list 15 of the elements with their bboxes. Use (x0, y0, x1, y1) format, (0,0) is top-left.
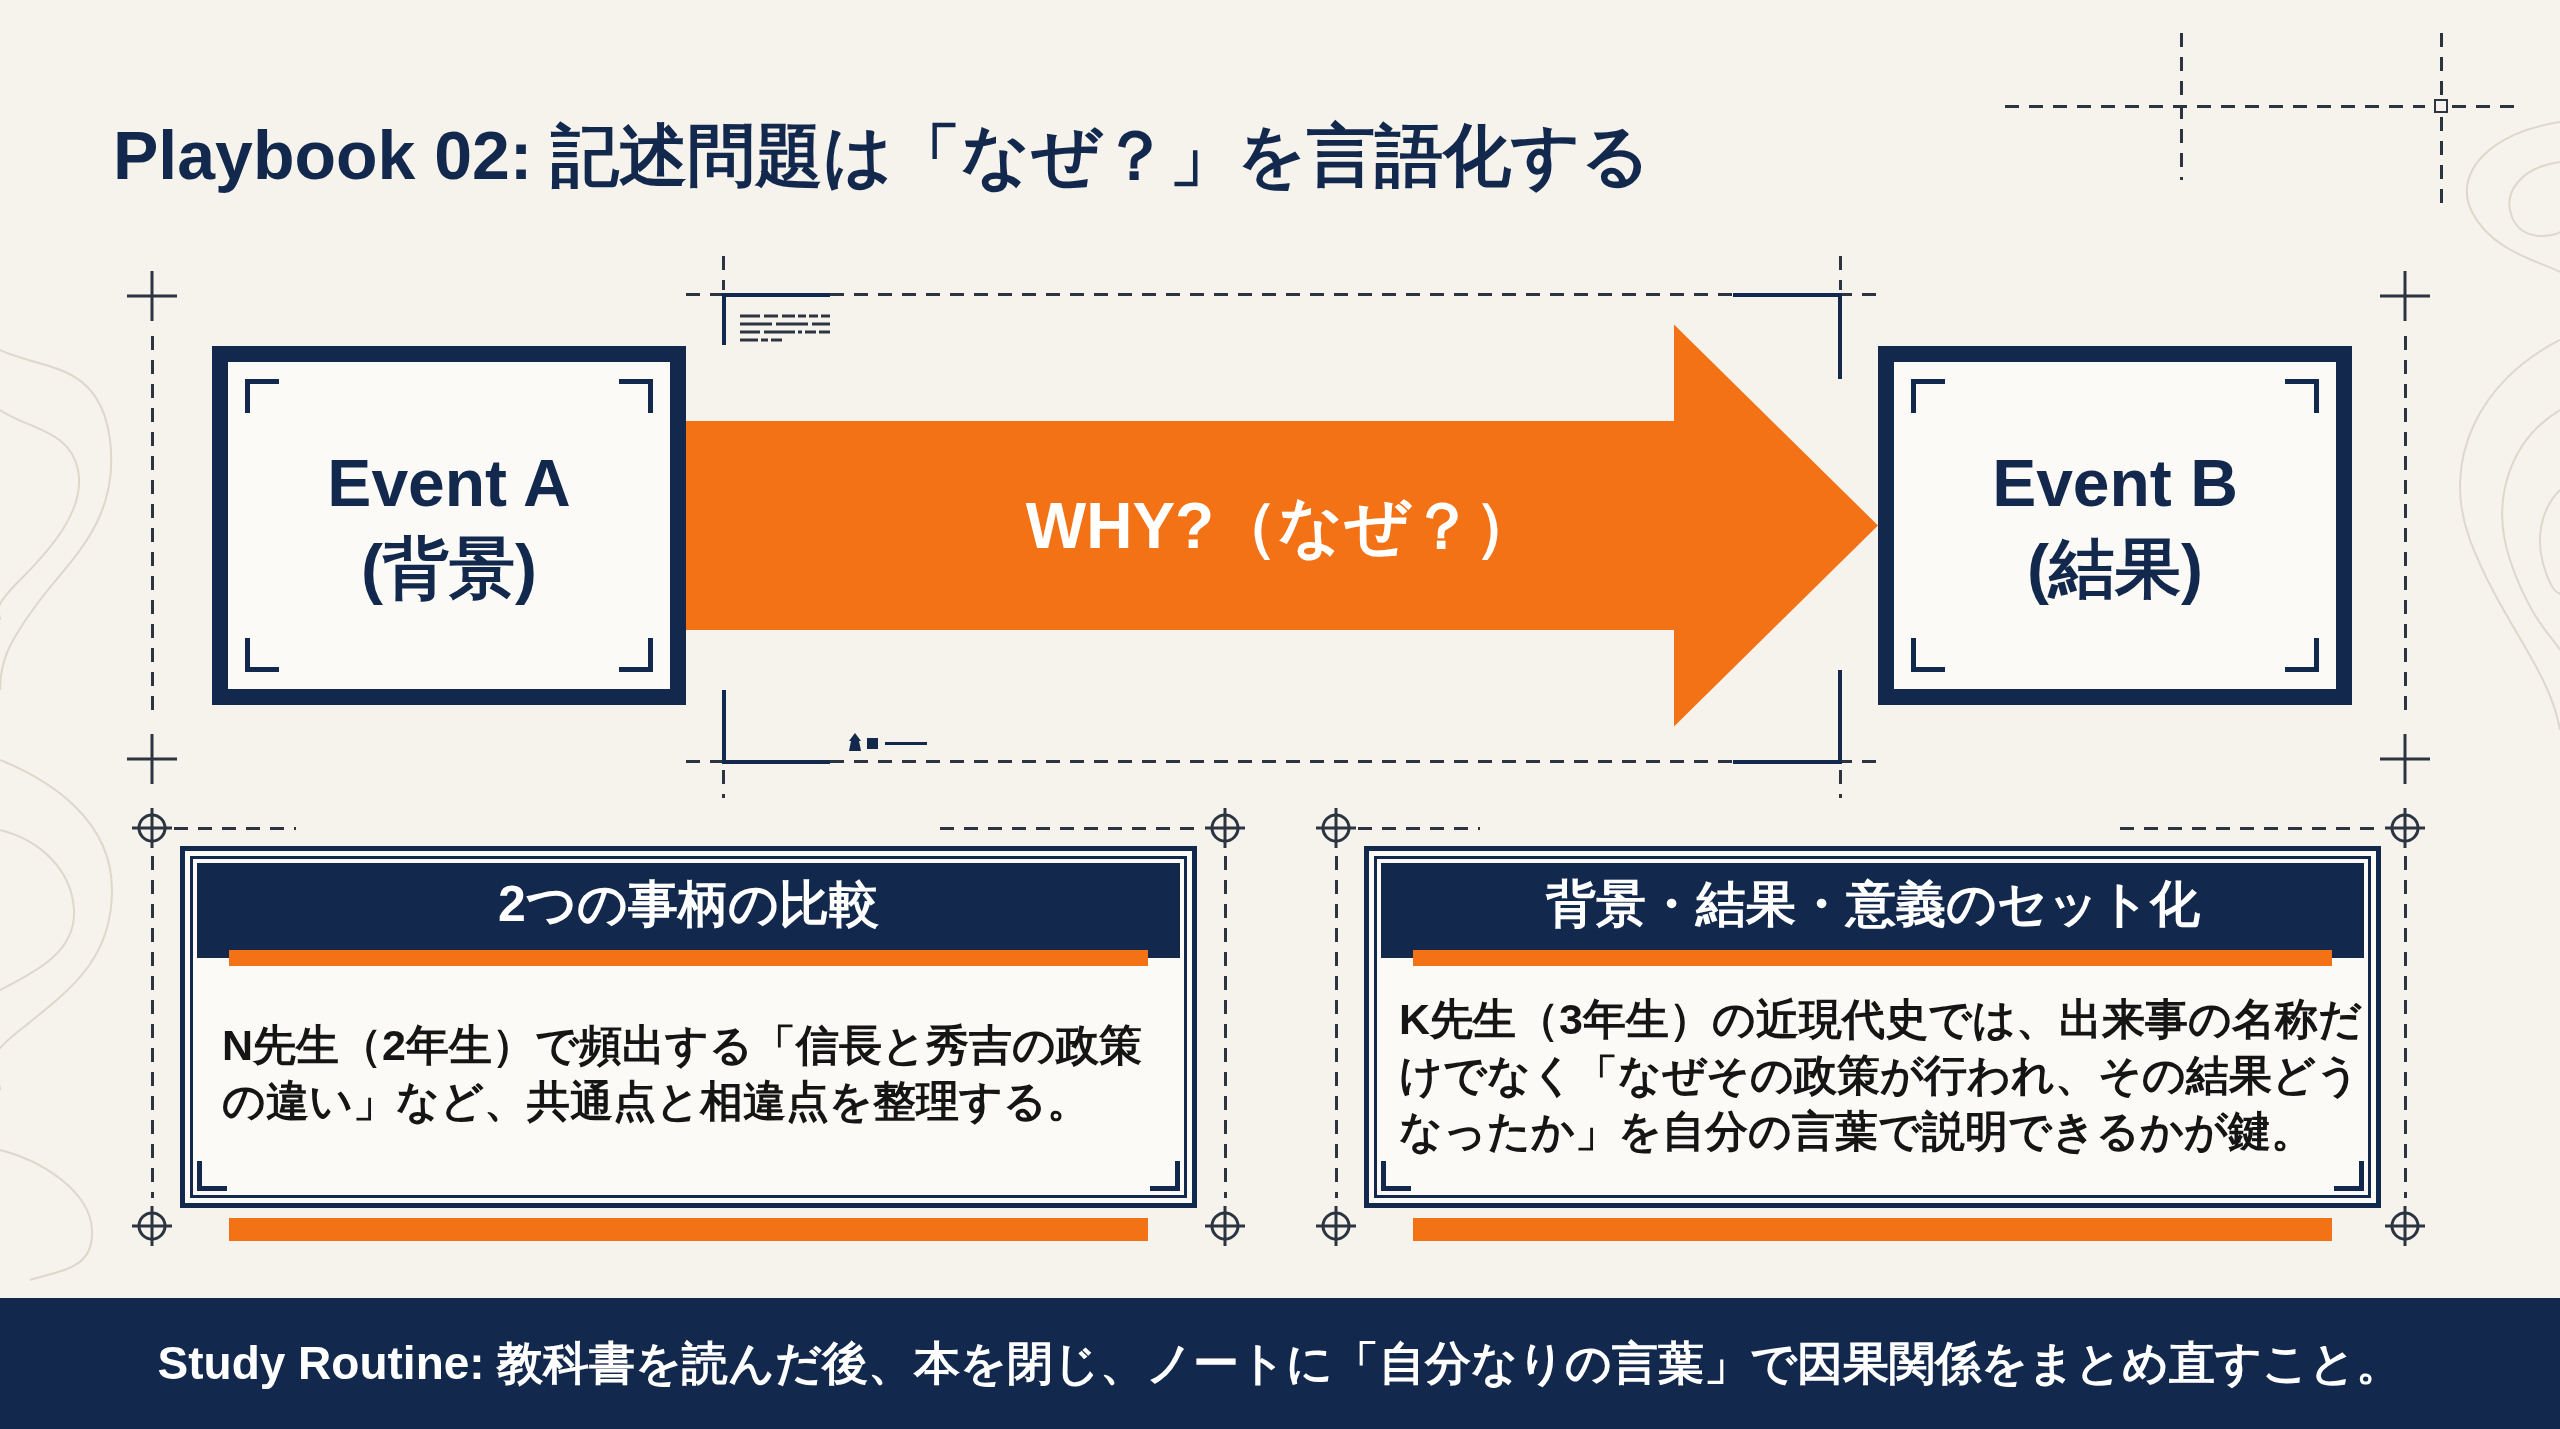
info-panel (180, 846, 1197, 1208)
event-label: Event B (結果) (1991, 444, 2239, 607)
panel-body-text: K先生（3年生）の近現代史では、出来事の名称だけでなく「なぜその政策が行われ、その結果どうなったか」を自分の言葉で説明できるかが鍵。 (1399, 994, 2363, 1157)
page-title: Playbook 02: 記述問題は「なぜ？」を言語化する (113, 116, 1652, 195)
panel-heading: 2つの事柄の比較 (197, 863, 1180, 966)
footer-text: Study Routine: 教科書を読んだ後、本を閉じ、ノートに「自分なりの言葉」で因果関係をまとめ直すこと。 (157, 1335, 2403, 1391)
info-panel (1364, 846, 2381, 1208)
panel-body-text: N先生（2年生）で頻出する「信長と秀吉の政策の違い」など、共通点と相違点を整理する。 (222, 1020, 1143, 1127)
event-label: Event A (背景) (326, 444, 572, 607)
footer-band (0, 1298, 2560, 1429)
arrow (686, 324, 1878, 727)
event-box (212, 346, 686, 705)
event-box (1878, 346, 2352, 705)
panel-heading: 背景・結果・意義のセット化 (1381, 863, 2364, 966)
edge-label: WHY?（なぜ？） (1025, 488, 1539, 564)
